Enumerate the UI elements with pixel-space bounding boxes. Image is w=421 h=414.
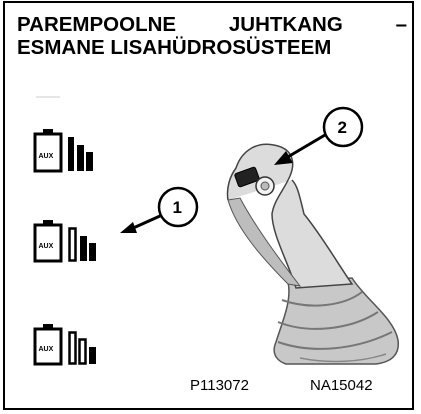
aux-battery-icon: AUX — [35, 220, 61, 261]
callout-1: 1 — [120, 188, 197, 233]
arrow-icon — [120, 222, 137, 233]
smudge-mark — [36, 96, 60, 98]
bar-level-icon — [68, 137, 93, 171]
aux-battery-icon: AUX — [35, 129, 61, 171]
joystick-illustration — [227, 144, 398, 364]
aux-battery-icon: AUX — [35, 324, 61, 364]
figure-code-left: P113072 — [190, 377, 249, 394]
figure-code-right: NA15042 — [310, 377, 373, 394]
callout-1-number: 1 — [173, 198, 182, 217]
aux-label: AUX — [39, 346, 54, 353]
bar-level-icon — [70, 229, 97, 262]
callout-2-number: 2 — [338, 118, 347, 137]
indicator-row-1: AUX — [35, 129, 93, 171]
callout-2: 2 — [274, 108, 362, 165]
aux-label: AUX — [39, 153, 54, 160]
aux-label: AUX — [39, 243, 54, 250]
rubber-boot — [274, 278, 398, 364]
indicator-row-2: AUX — [35, 220, 96, 261]
indicator-row-3: AUX — [35, 324, 96, 364]
bar-level-icon — [70, 333, 97, 365]
